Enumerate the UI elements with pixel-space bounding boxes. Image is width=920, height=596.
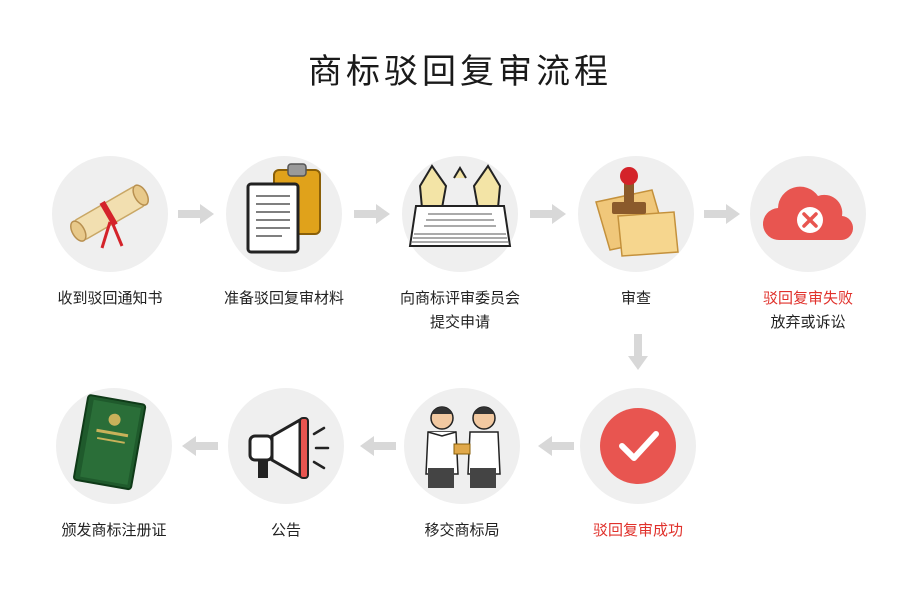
scroll-icon [70,184,149,249]
step-receive-notice: 收到驳回通知书 [20,156,200,310]
step-submit-application: 向商标评审委员会 提交申请 [370,156,550,334]
step-review: 审查 [546,156,726,310]
arrow-down-icon [628,334,648,370]
step-circle [404,388,520,504]
step-circle [580,388,696,504]
step-review-success: 驳回复审成功 [548,388,728,542]
step-transfer-to-bureau: 移交商标局 [372,388,552,542]
step-prepare-materials: 准备驳回复审材料 [194,156,374,310]
page-title: 商标驳回复审流程 [308,52,612,92]
megaphone-icon [248,417,330,479]
step-label: 准备驳回复审材料 [223,289,344,307]
arrow-right-icon [354,204,390,224]
handshake-people-icon [425,406,501,488]
step-review-failed: 驳回复审失败 放弃或诉讼 [718,156,898,334]
step-circle [56,388,172,504]
arrow-left-icon [538,436,574,456]
step-announcement: 公告 [196,388,376,542]
arrow-left-icon [182,436,218,456]
arrow-left-icon [360,436,396,456]
step-circle [228,388,344,504]
arrow-right-icon [178,204,214,224]
step-label: 驳回复审成功 [592,521,683,539]
step-circle [750,156,866,272]
stamp-icon [595,167,679,257]
cloud-x-icon [762,186,854,241]
step-label: 公告 [270,521,301,539]
step-label: 收到驳回通知书 [57,289,163,307]
step-label: 驳回复审失败 放弃或诉讼 [762,289,853,331]
arrow-right-icon [704,204,740,224]
step-label: 向商标评审委员会 提交申请 [399,289,520,331]
documents-in-hands-icon [408,164,512,247]
arrow-right-icon [530,204,566,224]
step-label: 审查 [620,289,651,307]
step-circle [226,156,342,272]
certificate-book-icon [73,394,147,491]
step-circle [52,156,168,272]
step-label: 颁发商标注册证 [61,521,167,539]
step-label: 移交商标局 [424,521,500,539]
step-issue-certificate: 颁发商标注册证 [24,388,204,542]
step-circle [402,156,518,272]
clipboard-icon [246,163,321,254]
step-circle [578,156,694,272]
check-circle-icon [600,408,676,484]
